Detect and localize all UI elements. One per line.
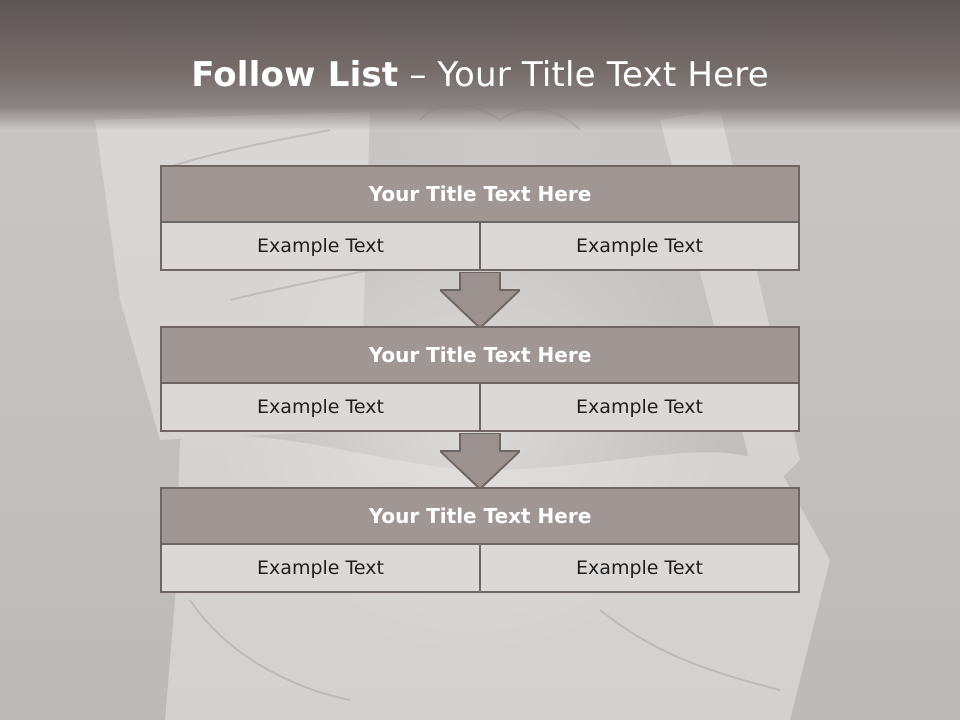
step-box-2: Your Title Text Here Example Text Exampl… xyxy=(160,326,800,432)
step-left-text: Example Text xyxy=(162,223,479,269)
step-title: Your Title Text Here xyxy=(162,328,798,384)
step-title: Your Title Text Here xyxy=(162,489,798,545)
down-arrow-icon xyxy=(440,433,520,489)
title-band xyxy=(0,0,960,130)
step-left-text: Example Text xyxy=(162,545,479,591)
step-box-1: Your Title Text Here Example Text Exampl… xyxy=(160,165,800,271)
step-left-text: Example Text xyxy=(162,384,479,430)
slide-title-rest: – Your Title Text Here xyxy=(398,55,769,95)
step-right-text: Example Text xyxy=(479,223,798,269)
step-title: Your Title Text Here xyxy=(162,167,798,223)
step-right-text: Example Text xyxy=(479,384,798,430)
slide-title: Follow List – Your Title Text Here xyxy=(0,52,960,98)
down-arrow-icon xyxy=(440,272,520,328)
step-box-3: Your Title Text Here Example Text Exampl… xyxy=(160,487,800,593)
slide-title-bold: Follow List xyxy=(191,55,399,95)
step-right-text: Example Text xyxy=(479,545,798,591)
